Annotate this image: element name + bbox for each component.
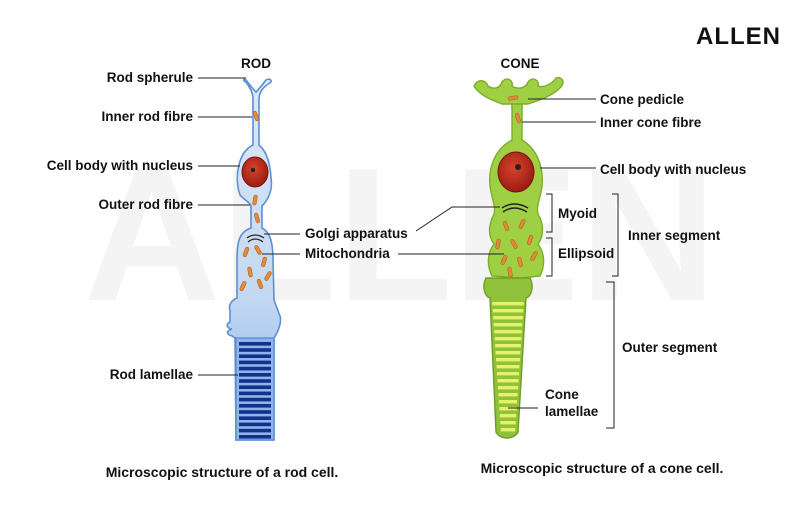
cone-lamella bbox=[500, 421, 516, 425]
cone-lamella bbox=[496, 358, 520, 362]
cone-pedicle bbox=[473, 76, 564, 109]
label-rod-cell-body: Cell body with nucleus bbox=[47, 158, 193, 173]
rod-lamella bbox=[239, 342, 271, 346]
cone-cell bbox=[473, 76, 564, 439]
rod-nucleolus bbox=[250, 167, 256, 173]
mitochondrion bbox=[507, 266, 513, 278]
cone-lamella bbox=[493, 323, 523, 327]
mitochondrion bbox=[254, 212, 260, 224]
rod-lamella bbox=[239, 348, 271, 352]
cone-lamella bbox=[495, 351, 521, 355]
cone-mitochondria bbox=[495, 95, 538, 278]
rod-lamella bbox=[239, 404, 271, 408]
watermark: ALLEN bbox=[83, 129, 716, 341]
cone-lamella bbox=[495, 344, 521, 348]
label-cone-lamellae-line2: lamellae bbox=[545, 404, 599, 419]
mitochondrion bbox=[507, 95, 519, 101]
label-inner-segment: Inner segment bbox=[628, 228, 721, 243]
mitochondrion bbox=[530, 251, 538, 261]
label-rod-spherule: Rod spherule bbox=[107, 70, 194, 85]
rod-lamella bbox=[239, 391, 271, 396]
cone-lamella bbox=[492, 302, 524, 306]
mitochondrion bbox=[239, 280, 247, 292]
cone-caption: Microscopic structure of a cone cell. bbox=[481, 460, 724, 476]
mitochondrion bbox=[256, 278, 264, 290]
cone-nucleus bbox=[497, 151, 535, 193]
allen-logo: ALLEN bbox=[696, 23, 781, 50]
mitochondrion bbox=[500, 254, 508, 266]
rod-cell bbox=[226, 78, 282, 441]
mitochondrion bbox=[247, 266, 253, 278]
cone-nucleolus bbox=[515, 164, 521, 170]
rod-lamella bbox=[239, 385, 271, 389]
cone-labels: Cone pedicle Inner cone fibre Cell body … bbox=[508, 92, 746, 429]
cone-lamella bbox=[498, 400, 518, 404]
cone-lamella bbox=[500, 428, 516, 432]
mitochondrion bbox=[495, 238, 501, 250]
mitochondrion bbox=[261, 256, 267, 268]
rod-labels: Rod spherule Inner rod fibre Cell body w… bbox=[47, 70, 252, 382]
mitochondrion bbox=[254, 245, 262, 255]
label-golgi-apparatus: Golgi apparatus bbox=[305, 226, 408, 241]
rod-caption: Microscopic structure of a rod cell. bbox=[106, 464, 339, 480]
mitochondrion bbox=[264, 271, 272, 281]
rod-lamella bbox=[239, 416, 271, 420]
rod-lamella bbox=[239, 366, 271, 371]
shared-labels: Golgi apparatus Mitochondria bbox=[262, 206, 504, 261]
label-cone-lamellae-line1: Cone bbox=[545, 387, 579, 402]
cone-lamella bbox=[499, 407, 517, 411]
rod-lamella bbox=[239, 354, 271, 358]
cone-lamella bbox=[499, 414, 517, 418]
mitochondrion bbox=[526, 234, 534, 246]
rod-lamella bbox=[239, 422, 271, 427]
rod-lamella bbox=[239, 428, 271, 433]
rod-title: ROD bbox=[241, 56, 271, 71]
label-outer-rod-fibre: Outer rod fibre bbox=[98, 197, 193, 212]
cone-lamella bbox=[492, 309, 524, 313]
rod-lamella bbox=[239, 360, 271, 365]
cone-lamella bbox=[496, 365, 520, 369]
cone-lamella bbox=[494, 337, 522, 341]
label-cone-pedicle: Cone pedicle bbox=[600, 92, 685, 107]
cone-lamellae-stripes bbox=[492, 302, 524, 432]
cone-title: CONE bbox=[500, 56, 539, 71]
rod-lamella bbox=[239, 410, 271, 414]
rod-lamella bbox=[239, 373, 271, 377]
rod-mitochondria bbox=[239, 110, 272, 292]
label-mitochondria: Mitochondria bbox=[305, 246, 390, 261]
cone-lamella bbox=[498, 393, 518, 397]
mitochondrion bbox=[252, 194, 258, 206]
cone-lamella bbox=[493, 316, 523, 320]
label-ellipsoid: Ellipsoid bbox=[558, 246, 614, 261]
mitochondrion bbox=[517, 256, 523, 268]
rod-lamellae-stripes bbox=[239, 342, 271, 439]
rod-lamella bbox=[239, 379, 271, 383]
mitochondrion bbox=[242, 246, 250, 258]
label-rod-lamellae: Rod lamellae bbox=[110, 367, 194, 382]
label-myoid: Myoid bbox=[558, 206, 597, 221]
rod-lamella bbox=[239, 397, 271, 402]
cone-lamella bbox=[494, 330, 522, 334]
cone-lamella bbox=[497, 386, 519, 390]
rod-golgi bbox=[246, 234, 265, 243]
label-cone-cell-body: Cell body with nucleus bbox=[600, 162, 746, 177]
label-inner-rod-fibre: Inner rod fibre bbox=[101, 109, 193, 124]
mitochondrion bbox=[518, 218, 526, 230]
cone-golgi bbox=[501, 203, 529, 213]
cone-lamella bbox=[497, 379, 519, 383]
cone-lamella bbox=[496, 372, 520, 376]
label-inner-cone-fibre: Inner cone fibre bbox=[600, 115, 702, 130]
rod-nucleus bbox=[241, 156, 269, 188]
mitochondrion bbox=[502, 220, 510, 232]
mitochondrion bbox=[252, 110, 260, 122]
mitochondrion bbox=[510, 239, 518, 249]
label-outer-segment: Outer segment bbox=[622, 340, 718, 355]
rod-lamella bbox=[239, 435, 271, 439]
mitochondrion bbox=[515, 112, 521, 124]
